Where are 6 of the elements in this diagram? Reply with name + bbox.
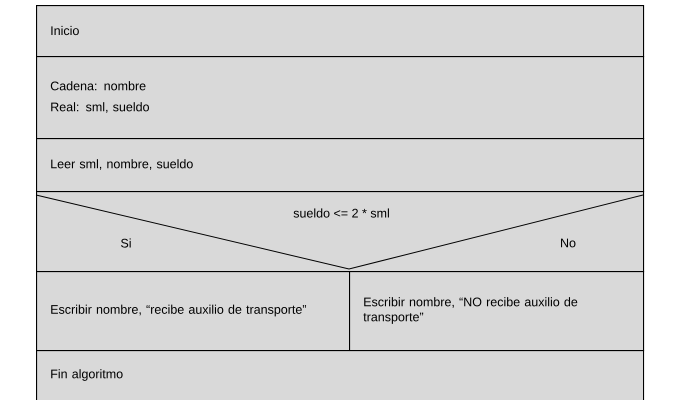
process-box: Cadena: nombre Real: sml, sueldo [36, 56, 644, 140]
process-box: Leer sml, nombre, sueldo [36, 138, 644, 192]
process-box: Fin algoritmo [36, 350, 644, 400]
process-box: Escribir nombre, “NO recibe auxilio de transporte” [349, 271, 644, 352]
process-box: Escribir nombre, “recibe auxilio de transporte” [36, 271, 350, 352]
process-box: Inicio [36, 5, 644, 58]
